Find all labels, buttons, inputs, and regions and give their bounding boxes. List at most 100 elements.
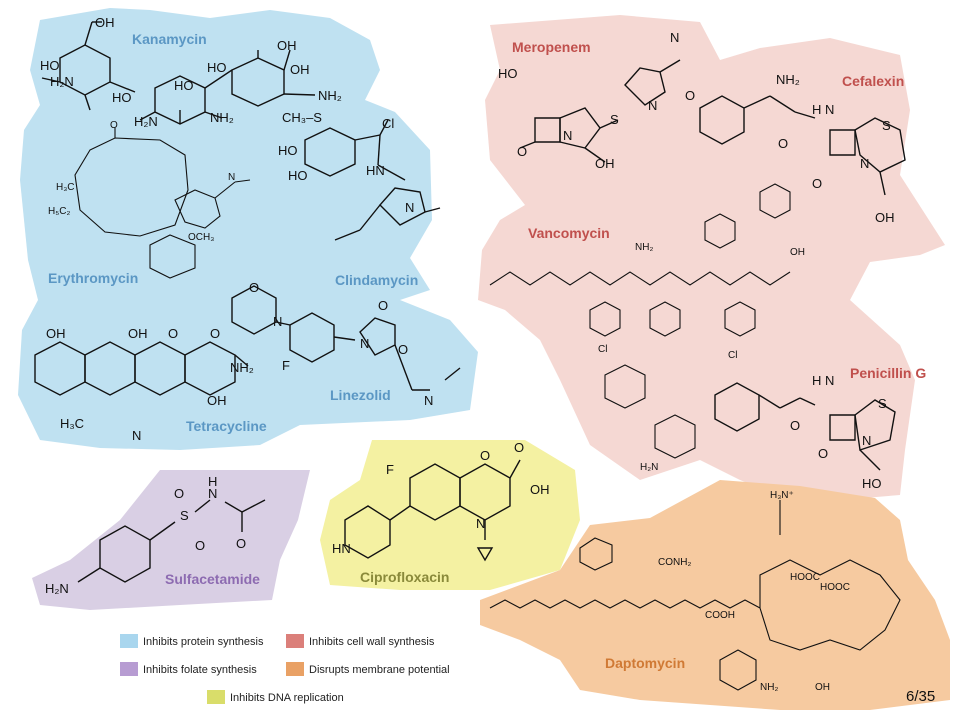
tetracycline-n: N [132,428,141,443]
ciprofloxacin-o: O [480,448,490,463]
vancomycin-h2n: H₂N [640,462,658,473]
erythromycin-structure [74,128,251,279]
cell-wall-region [478,15,945,500]
membrane-region [480,480,950,710]
penicillin-hn: H N [812,373,834,388]
sulfacetamide-h2n: H₂N [45,581,69,596]
dna-region [320,440,580,590]
ciprofloxacin-label: Ciprofloxacin [360,569,449,585]
clindamycin-ho-2: HO [288,168,308,183]
kanamycin-oh-3: OH [290,62,310,77]
erythromycin-o: O [110,120,118,131]
linezolid-n: N [273,314,282,329]
sulfacetamide-s: S [180,508,189,523]
cefalexin-n: N [860,156,869,171]
daptomycin-h3n: H₃N⁺ [770,490,794,501]
vancomycin-nh2: NH₂ [635,242,653,253]
daptomycin-nh2: NH₂ [760,682,778,693]
sulfacetamide-o-2: O [195,538,205,553]
daptomycin-oh: OH [815,682,830,693]
linezolid-f: F [282,358,290,373]
clindamycin-n: N [405,200,414,215]
linezolid-o: O [249,280,259,295]
ciprofloxacin-o-2: O [514,440,524,455]
sulfacetamide-o-3: O [236,536,246,551]
legend: Inhibits protein synthesis Inhibits cell… [120,634,450,704]
meropenem-ho: HO [498,66,518,81]
linezolid-label: Linezolid [330,387,391,403]
cefalexin-o: O [778,136,788,151]
clindamycin-structure [304,119,441,241]
cefalexin-structure [699,95,906,196]
cefalexin-label: Cefalexin [842,73,904,89]
protein-synthesis-region [18,8,478,450]
sulfacetamide-structure [77,499,266,583]
meropenem-oh: OH [595,156,615,171]
erythromycin-och3: OCH₃ [188,232,214,243]
clindamycin-hn: HN [366,163,385,178]
legend-swatch-membrane [286,662,304,676]
erythromycin-h5c2: H₅C₂ [48,206,70,217]
folate-region [32,470,310,610]
kanamycin-ho: HO [40,58,60,73]
tetracycline-label: Tetracycline [186,418,267,434]
penicillin-label: Penicillin G [850,365,926,381]
vancomycin-label: Vancomycin [528,225,610,241]
penicillin-structure [714,382,896,471]
tetracycline-o-2: O [210,326,220,341]
erythromycin-n: N [228,172,235,183]
legend-label-folate: Inhibits folate synthesis [143,664,257,676]
ciprofloxacin-hn: HN [332,541,351,556]
meropenem-n: N [563,128,572,143]
kanamycin-label: Kanamycin [132,31,207,47]
ciprofloxacin-structure [344,459,521,562]
meropenem-o-2: O [685,88,695,103]
daptomycin-hooc-2: HOOC [820,582,850,593]
page-number: 6/35 [906,688,935,705]
meropenem-s: S [610,112,619,127]
vancomycin-oh: OH [790,247,805,258]
clindamycin-label: Clindamycin [335,272,418,288]
kanamycin-h2n-1: H₂N [50,74,74,89]
meropenem-structure [519,59,681,163]
sulfacetamide-nh: N [208,486,217,501]
penicillin-ho: HO [862,476,882,491]
tetracycline-oh-2: OH [128,326,148,341]
linezolid-nh: N [424,393,433,408]
daptomycin-hooc-1: HOOC [790,572,820,583]
ciprofloxacin-f: F [386,462,394,477]
tetracycline-o: O [168,326,178,341]
linezolid-o-2: O [378,298,388,313]
penicillin-n: N [862,433,871,448]
erythromycin-h3c: H₃C [56,182,75,193]
legend-swatch-cell-wall [286,634,304,648]
meropenem-o: O [517,144,527,159]
daptomycin-structure [489,500,901,691]
legend-swatch-dna [207,690,225,704]
linezolid-structure [231,285,461,391]
penicillin-o: O [790,418,800,433]
vancomycin-cl-1: Cl [598,344,607,355]
cefalexin-hn: H N [812,102,834,117]
daptomycin-label: Daptomycin [605,655,685,671]
linezolid-o-3: O [398,342,408,357]
ciprofloxacin-n: N [476,516,485,531]
kanamycin-ho-4: HO [207,60,227,75]
kanamycin-structure [41,21,316,125]
penicillin-s: S [878,396,887,411]
cefalexin-oh: OH [875,210,895,225]
tetracycline-oh-1: OH [46,326,66,341]
penicillin-o-2: O [818,446,828,461]
cefalexin-o-2: O [812,176,822,191]
legend-swatch-folate [120,662,138,676]
vancomycin-structure [489,183,791,459]
tetracycline-h3c: H₃C [60,416,84,431]
cefalexin-nh2: NH₂ [776,72,800,87]
legend-label-cell-wall: Inhibits cell wall synthesis [309,636,435,648]
clindamycin-cl: Cl [382,116,394,131]
erythromycin-label: Erythromycin [48,270,138,286]
sulfacetamide-label: Sulfacetamide [165,571,260,587]
kanamycin-oh-2: OH [277,38,297,53]
cefalexin-s: S [882,118,891,133]
